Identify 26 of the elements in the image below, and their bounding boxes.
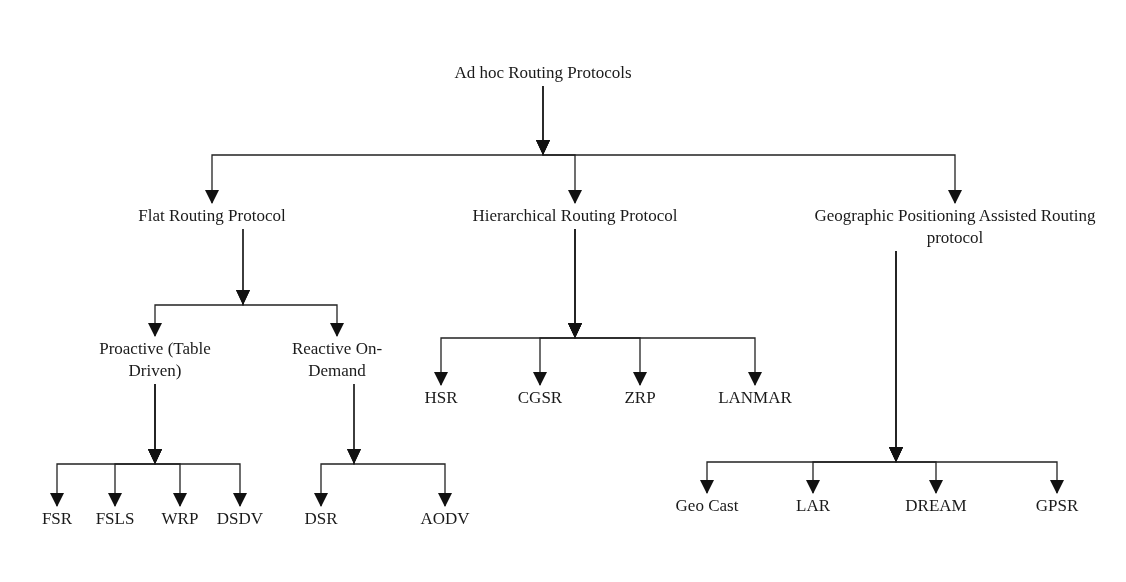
node-label: ZRP [624,387,656,409]
node-label: Hierarchical Routing Protocol [472,205,678,227]
node-label: HSR [424,387,458,409]
node-label: DREAM [905,495,967,517]
node-label: Geo Cast [675,495,739,517]
node-label: FSLS [95,508,135,530]
node-label: LAR [796,495,830,517]
node-label: Proactive (Table Driven) [98,338,212,382]
tree-arrow [536,85,962,204]
tree-arrow [568,228,762,386]
node-label: Ad hoc Routing Protocols [454,62,632,84]
tree-arrow [148,383,247,507]
node-label: DSR [304,508,338,530]
node-label: AODV [420,508,470,530]
node-label: CGSR [517,387,563,409]
node-label: FSR [41,508,73,530]
node-label: Flat Routing Protocol [138,205,286,227]
tree-arrow [347,383,452,507]
node-label: DSDV [216,508,264,530]
tree-arrow [889,250,1064,494]
node-label: LANMAR [718,387,792,409]
tree-arrow [236,228,344,337]
node-label: GPSR [1035,495,1079,517]
node-label: Reactive On-Demand [290,338,384,382]
node-label: WRP [161,508,199,530]
node-label: Geographic Positioning Assisted Routing protocol [813,205,1097,249]
